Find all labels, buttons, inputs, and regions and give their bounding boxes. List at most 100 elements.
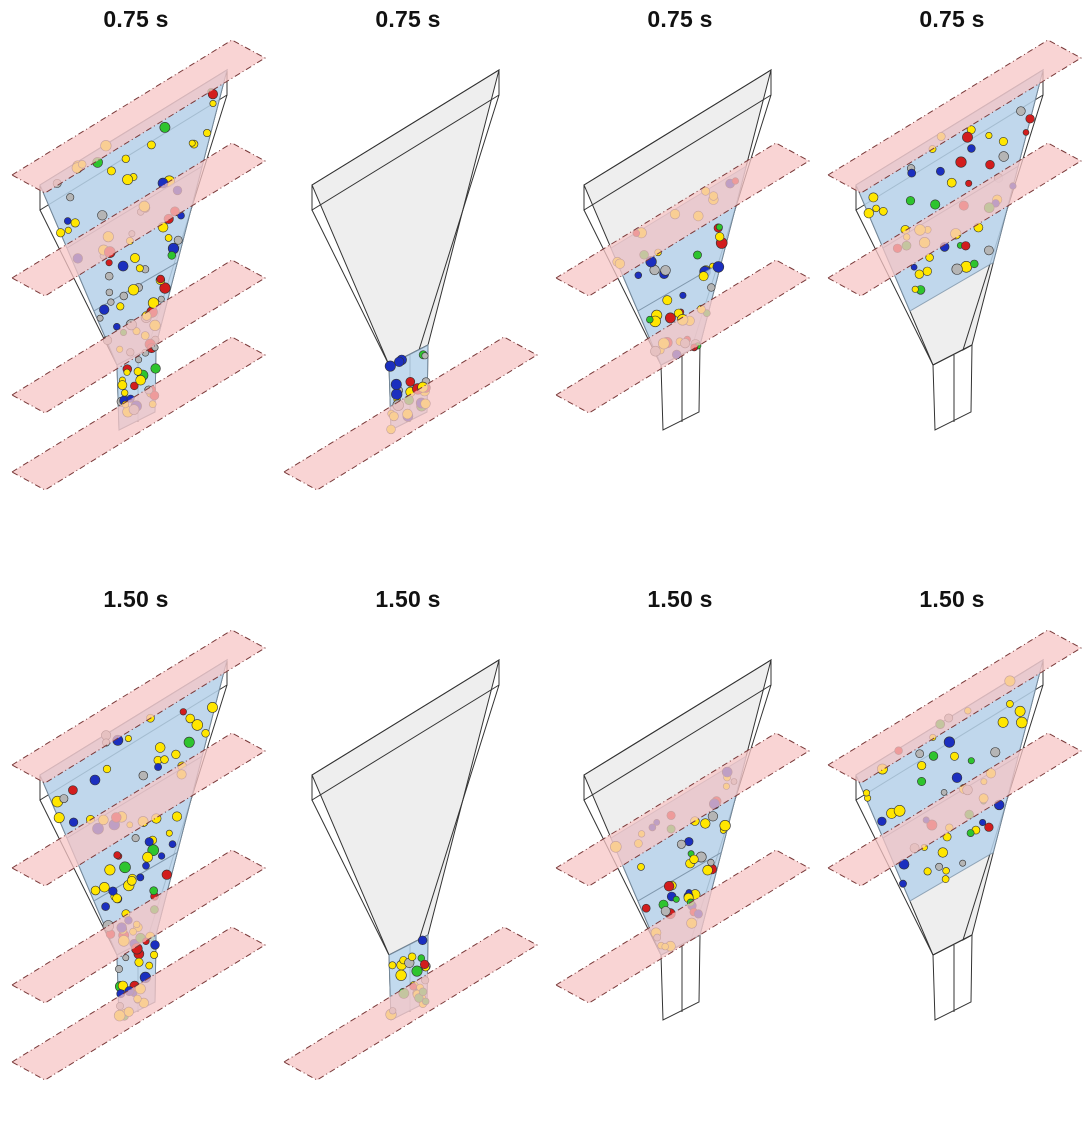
tracer-particle [693, 250, 702, 260]
tracer-particle [155, 742, 166, 753]
tracer-particle [936, 166, 945, 176]
tracer-particle [147, 140, 156, 150]
tracer-particle [112, 893, 122, 904]
tracer-particle [115, 965, 123, 973]
panel-3: 0.75 s [816, 0, 1088, 543]
tracer-particle [102, 764, 112, 774]
panel-5: 1.50 s [272, 580, 544, 1123]
tracer-particle [68, 785, 78, 795]
section-plane [827, 142, 1082, 297]
tracer-particle [135, 375, 146, 386]
tracer-particle [68, 817, 79, 827]
tracer-particle [698, 271, 709, 282]
tracer-particle [917, 761, 927, 771]
tracer-particle [66, 193, 75, 202]
tracer-particle [689, 854, 699, 864]
section-plane [827, 629, 1082, 784]
hopper-body [311, 68, 500, 366]
section-plane [283, 926, 538, 1081]
tracer-particle [911, 285, 919, 293]
section-plane [11, 849, 266, 1004]
tracer-particle [56, 228, 66, 238]
tracer-particle [970, 259, 979, 269]
tracer-particle [997, 716, 1009, 728]
tracer-particle [161, 869, 172, 880]
tracer-particle [123, 368, 131, 376]
tracer-particle [967, 757, 975, 765]
tracer-particle [101, 902, 110, 911]
tracer-particle [59, 794, 69, 803]
tracer-particle [660, 906, 671, 916]
tracer-particle [863, 208, 874, 219]
tracer-particle [116, 302, 125, 311]
tracer-particle [684, 837, 694, 847]
tracer-particle [868, 192, 879, 203]
tracer-particle [172, 811, 183, 822]
tracer-particle [183, 736, 195, 748]
tracer-particle [130, 381, 139, 391]
tracer-particle [171, 749, 181, 759]
tracer-particle [122, 174, 133, 185]
tracer-particle [122, 954, 130, 962]
hopper-figure [11, 39, 266, 491]
tracer-particle [417, 935, 428, 945]
tracer-particle [127, 875, 137, 886]
tracer-particle [979, 819, 987, 827]
hopper-edge [855, 799, 934, 956]
tracer-particle [950, 751, 959, 761]
tracer-particle [707, 858, 715, 867]
tracer-particle [107, 298, 115, 306]
tracer-particle [391, 388, 403, 400]
section-plane [11, 39, 266, 194]
tracer-particle [910, 263, 918, 271]
tracer-particle [159, 122, 171, 133]
hopper-outlet [932, 344, 973, 431]
tracer-particle [145, 961, 153, 970]
tracer-particle [150, 950, 159, 959]
tracer-particle [138, 770, 149, 781]
panel-time-label: 0.75 s [103, 6, 169, 32]
tracer-particle [165, 829, 173, 837]
tracer-particle [203, 129, 212, 138]
tracer-particle [130, 253, 140, 263]
tracer-particle [156, 274, 165, 284]
tracer-particle [946, 177, 957, 188]
tracer-particle [105, 288, 114, 297]
tracer-particle [119, 861, 131, 874]
tracer-particle [641, 903, 651, 913]
tracer-particle [712, 261, 725, 273]
hopper-figure [11, 629, 266, 1081]
tracer-particle [420, 959, 430, 970]
tracer-particle [142, 861, 150, 870]
tracer-particle [105, 259, 113, 267]
tracer-particle [634, 271, 643, 279]
tracer-particle [124, 735, 132, 743]
hopper-edge [311, 799, 390, 956]
tracer-particle [914, 269, 924, 279]
tracer-particle [113, 851, 121, 859]
section-plane [827, 732, 1082, 887]
tracer-particle [637, 863, 645, 871]
tracer-particle [188, 139, 196, 147]
tracer-particle [142, 851, 153, 863]
tracer-particle [388, 961, 397, 970]
tracer-particle [209, 100, 217, 108]
tracer-particle [951, 263, 963, 275]
tracer-particle [984, 245, 994, 256]
tracer-particle [119, 291, 129, 301]
tracer-particle [97, 210, 108, 221]
tracer-particle [943, 736, 955, 748]
tracer-particle [144, 837, 154, 847]
tracer-particle [967, 144, 976, 153]
tracer-particle [962, 131, 973, 143]
hopper-edge [855, 209, 934, 366]
section-plane [555, 259, 810, 414]
tracer-particle [707, 283, 716, 292]
hopper-figure [283, 658, 538, 1081]
tracer-particle [959, 859, 967, 867]
tracer-particle [1016, 106, 1026, 116]
tracer-particle [179, 708, 187, 716]
tracer-particle [150, 940, 160, 950]
tracer-particle [160, 755, 169, 764]
section-plane [283, 336, 538, 491]
